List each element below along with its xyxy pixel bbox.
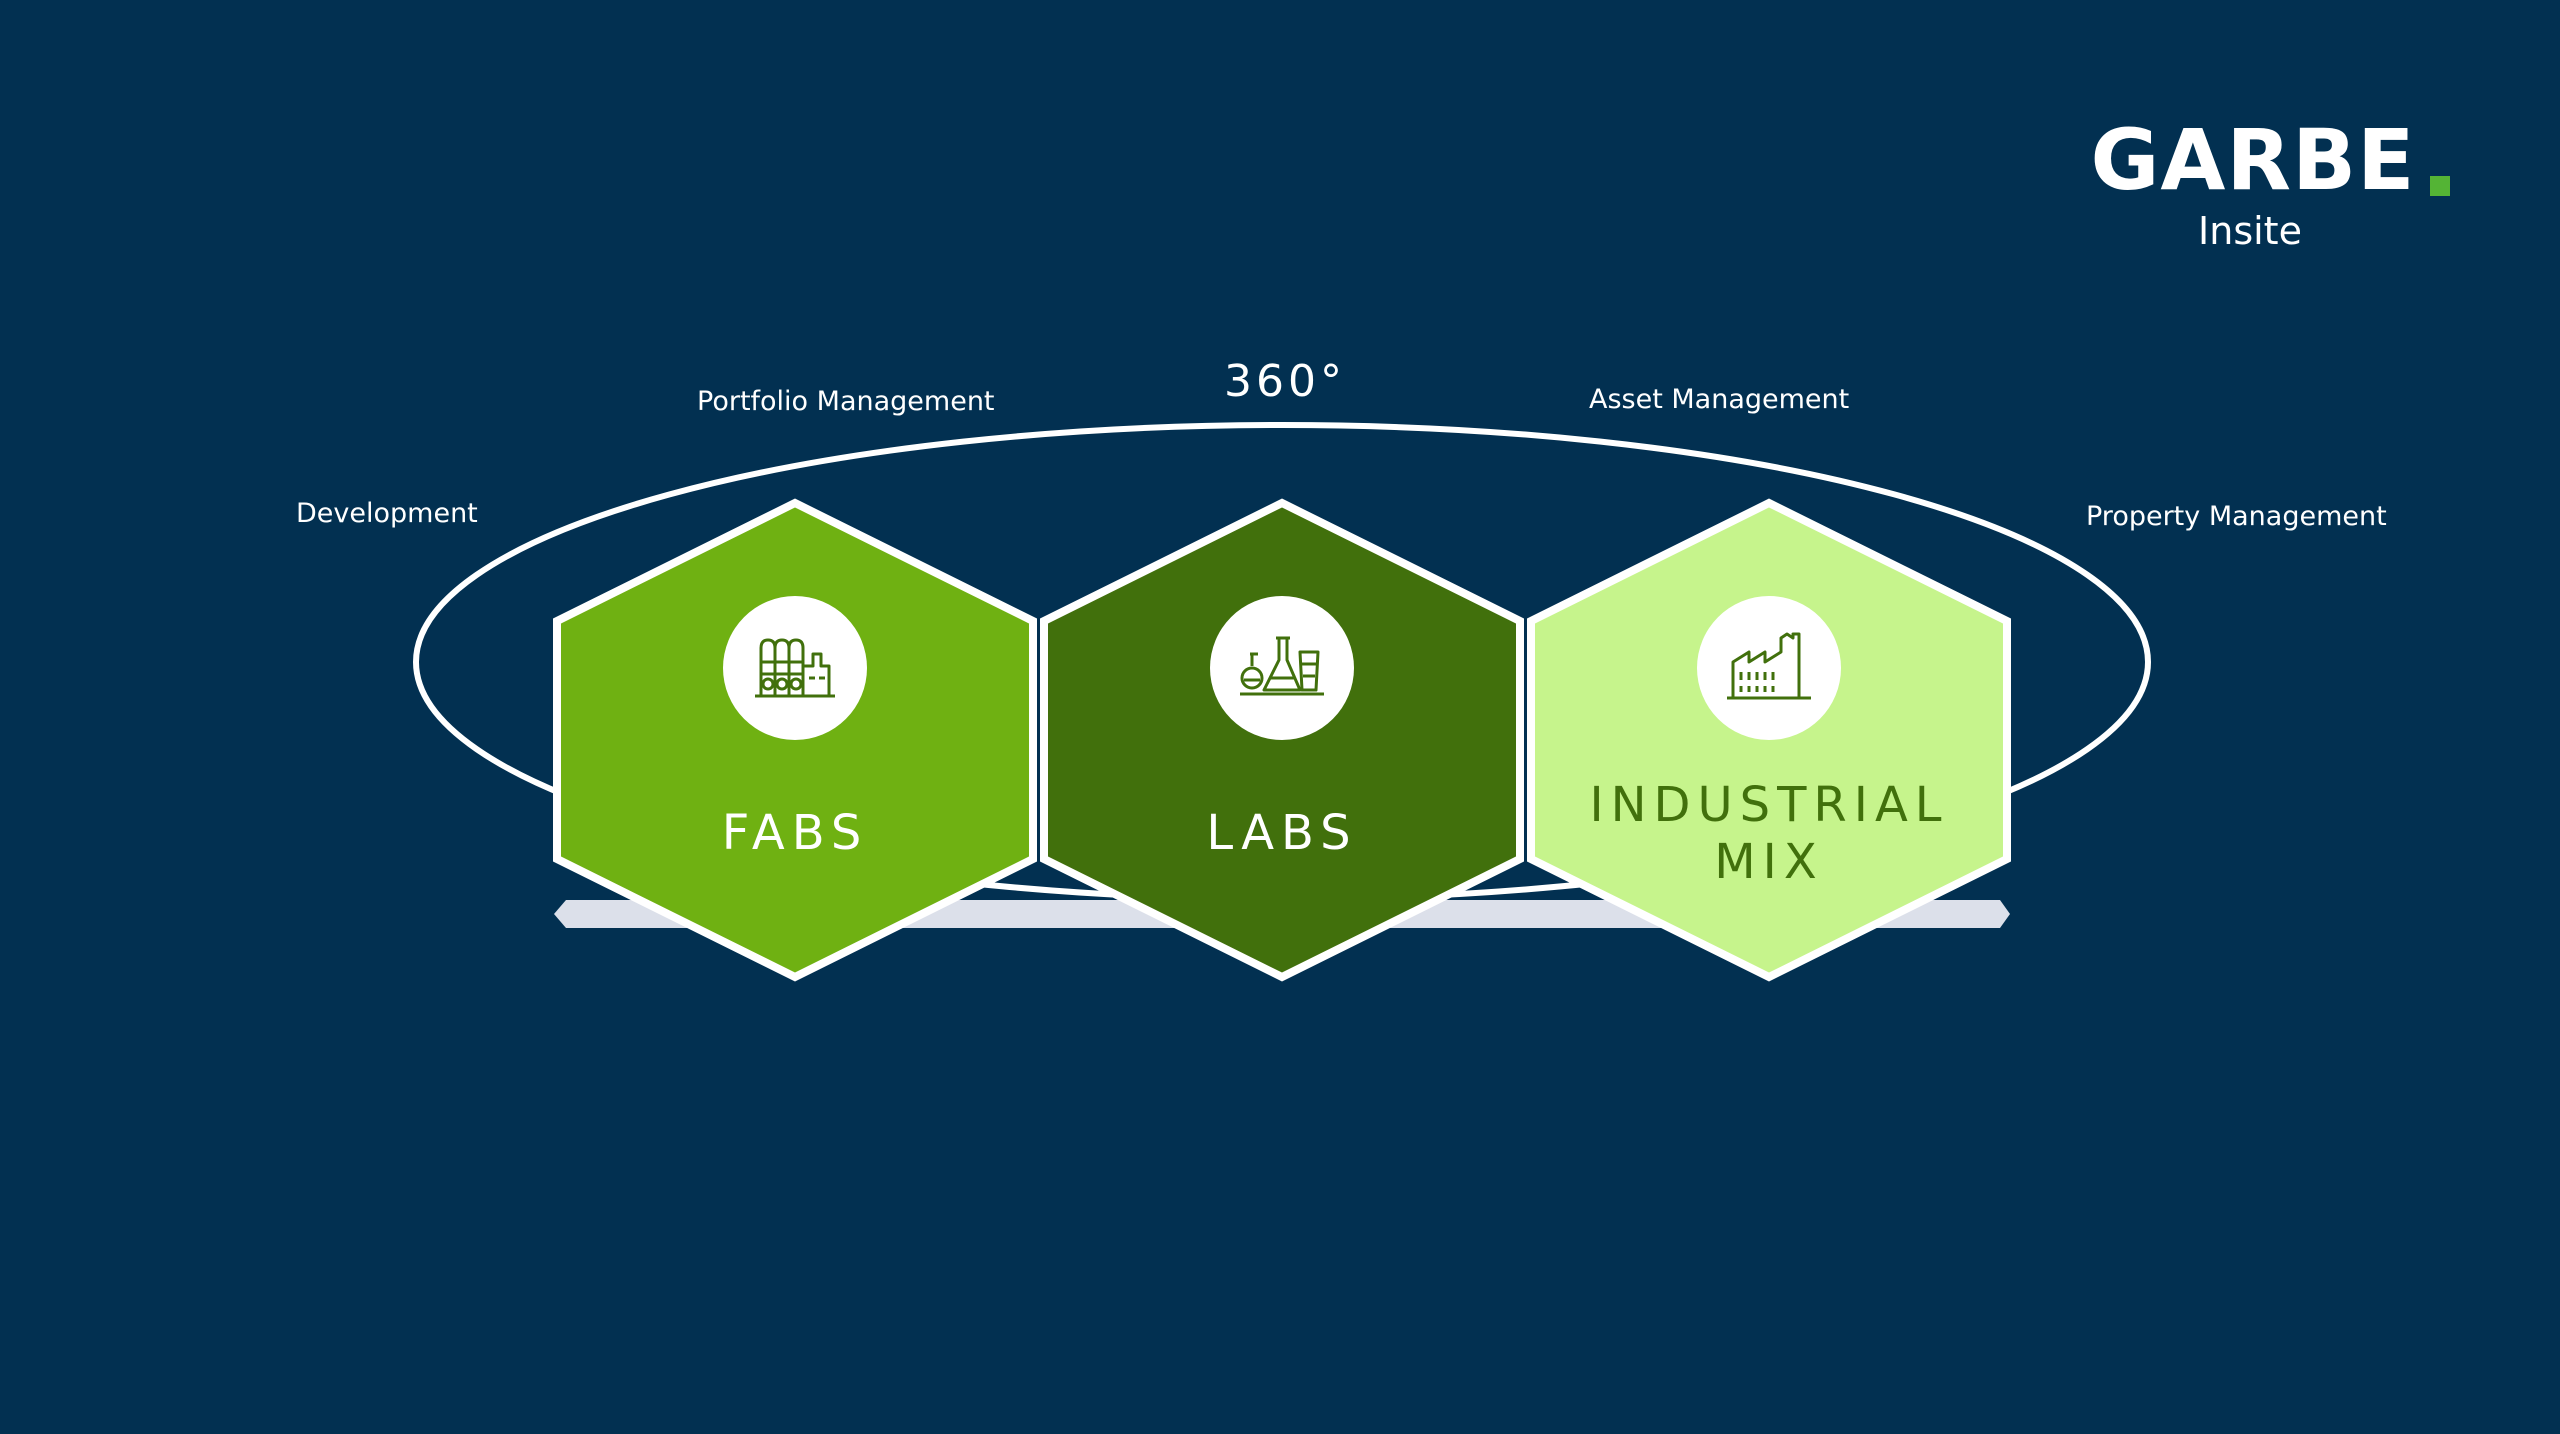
service-label-portfolio-management: Portfolio Management [697,386,995,417]
industrial-building-icon [1727,632,1811,700]
icon-circle-industrial-mix [1697,596,1841,740]
icon-circle-labs [1210,596,1354,740]
logo-wordmark-text: GARBE [2090,111,2416,209]
segment-labs [1040,498,1524,982]
segment-label-labs: LABS [1206,805,1357,861]
lab-flasks-icon [1240,636,1324,696]
icon-circle-fabs [723,596,867,740]
logo-subtitle: Insite [2198,209,2302,253]
segment-fabs [553,498,1037,982]
ring-degree-label: 360° [1224,356,1346,407]
segment-label-industrial: INDUSTRIAL [1589,777,1948,833]
logo-wordmark: GARBE [2090,118,2450,202]
service-label-development: Development [296,498,478,529]
segment-industrial-mix [1527,498,2011,982]
segment-label-mix: MIX [1714,834,1823,890]
logo-dot [2429,176,2450,196]
factory-fabs-icon [755,638,835,698]
segment-label-fabs: FABS [722,805,869,861]
garbe-insite-logo: GARBE Insite [2080,118,2460,250]
service-label-property-management: Property Management [2086,501,2387,532]
service-label-asset-management: Asset Management [1589,384,1850,415]
